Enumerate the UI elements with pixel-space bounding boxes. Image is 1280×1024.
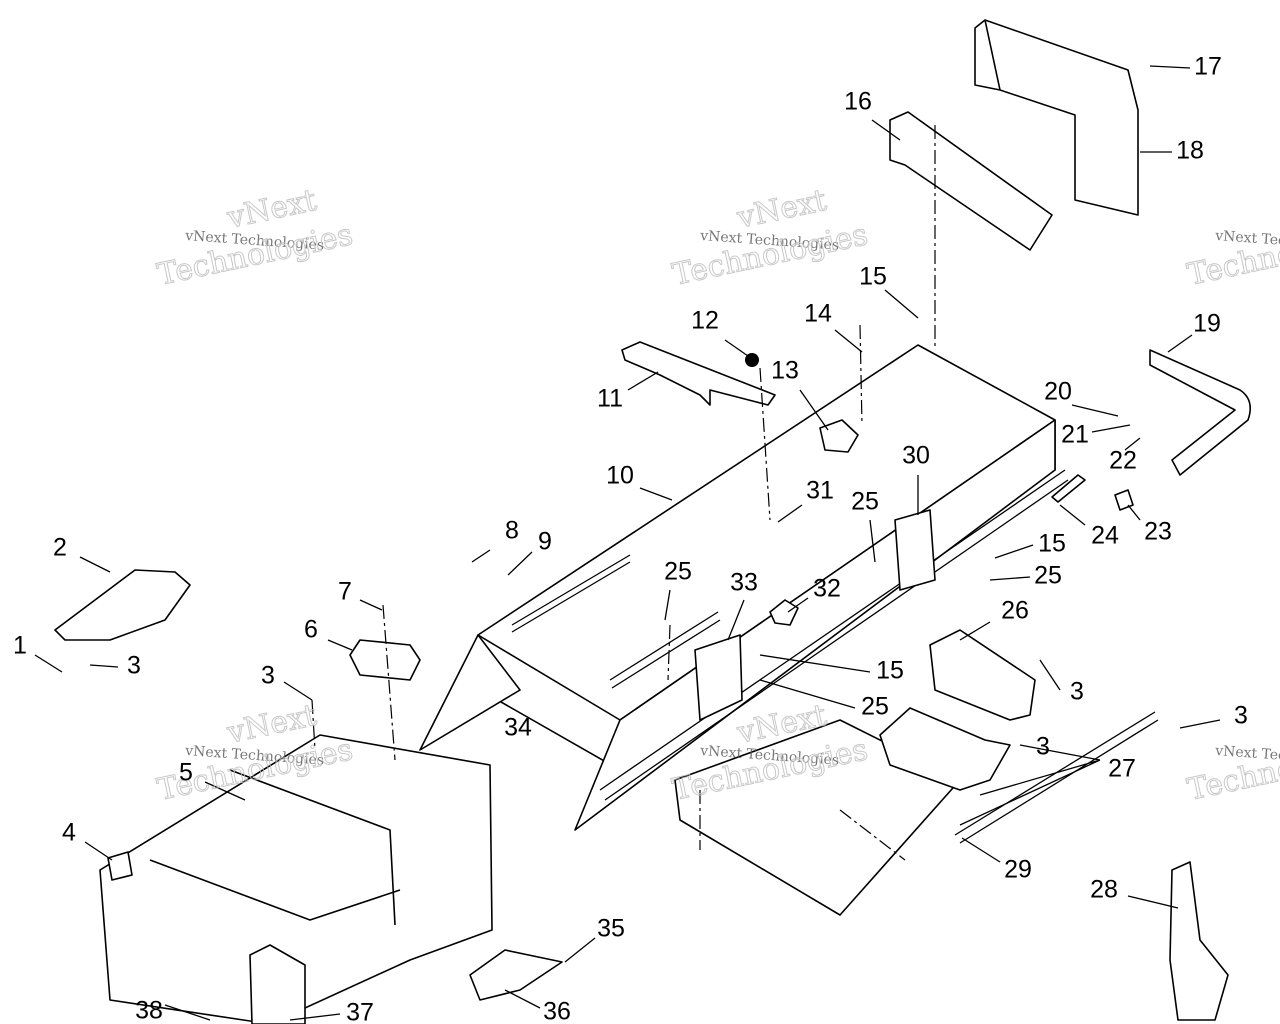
callout-labels: 17 18 16 15 14 12 13 19 20 21 22 11 10 3… <box>13 53 1248 1024</box>
callout: 3 <box>1234 702 1248 730</box>
callout: 15 <box>876 657 904 685</box>
part-19-handle <box>1149 349 1251 476</box>
callout: 4 <box>62 819 76 847</box>
callout: 22 <box>1109 447 1137 475</box>
callout: 1 <box>13 632 27 660</box>
callout: 37 <box>346 999 374 1024</box>
callout: 28 <box>1090 876 1118 904</box>
callout: 18 <box>1176 137 1204 165</box>
part-28-bracket <box>1169 861 1229 1021</box>
part-6-bracket <box>349 639 421 681</box>
callout: 38 <box>135 997 163 1024</box>
part-5-front-frame <box>99 734 493 1024</box>
part-13-cap <box>819 419 859 453</box>
callout: 6 <box>304 616 318 644</box>
callout: 25 <box>851 488 879 516</box>
callout: 19 <box>1193 310 1221 338</box>
callout: 25 <box>664 558 692 586</box>
callout: 21 <box>1061 421 1089 449</box>
callout: 26 <box>1001 597 1029 625</box>
part-34-side-panel <box>419 634 521 751</box>
callout: 12 <box>691 307 719 335</box>
part-32-cap <box>769 599 799 626</box>
leader-lines <box>34 65 1221 1021</box>
part-33-plate <box>694 634 743 721</box>
callout: 34 <box>504 714 532 742</box>
callout: 25 <box>1034 562 1062 590</box>
callout: 16 <box>844 88 872 116</box>
callout: 27 <box>1108 755 1136 783</box>
callout: 8 <box>505 517 519 545</box>
part-36-bracket <box>469 949 563 1001</box>
part-30-plate <box>894 509 936 591</box>
part-18-panel <box>974 19 1139 216</box>
part-10-tunnel <box>477 344 1056 771</box>
callout: 23 <box>1144 518 1172 546</box>
slide-rail <box>511 469 1069 801</box>
callout: 24 <box>1091 522 1119 550</box>
callout: 31 <box>806 477 834 505</box>
callout: 5 <box>179 759 193 787</box>
part-16-bracket <box>889 111 1053 251</box>
part-11-rail <box>621 341 776 406</box>
part-2-bracket <box>54 569 191 641</box>
callout: 15 <box>1038 530 1066 558</box>
centerlines <box>311 324 906 861</box>
callout: 33 <box>730 569 758 597</box>
callout: 36 <box>543 998 571 1024</box>
callout: 17 <box>1194 53 1222 81</box>
part-4-bracket <box>107 851 133 881</box>
callout: 15 <box>859 263 887 291</box>
callout: 25 <box>861 693 889 721</box>
callout: 11 <box>597 385 623 413</box>
part-37-plate <box>249 944 306 1024</box>
callout: 3 <box>1070 678 1084 706</box>
part-26-box <box>929 629 1036 721</box>
callout: 20 <box>1044 378 1072 406</box>
callout: 9 <box>538 528 552 556</box>
part-27-bracket <box>879 707 1011 791</box>
callout: 13 <box>771 357 799 385</box>
lower-plate <box>674 719 961 916</box>
callout: 3 <box>261 662 275 690</box>
callout: 2 <box>53 534 67 562</box>
part-24-strip <box>1051 474 1086 503</box>
callout: 3 <box>1036 733 1050 761</box>
callout: 3 <box>127 652 141 680</box>
callout: 35 <box>597 915 625 943</box>
callout: 32 <box>813 575 841 603</box>
callout: 30 <box>902 442 930 470</box>
callout: 7 <box>338 578 352 606</box>
callout: 10 <box>606 462 634 490</box>
part-12-plug <box>745 353 759 367</box>
callout: 14 <box>804 300 832 328</box>
callout: 29 <box>1004 856 1032 884</box>
